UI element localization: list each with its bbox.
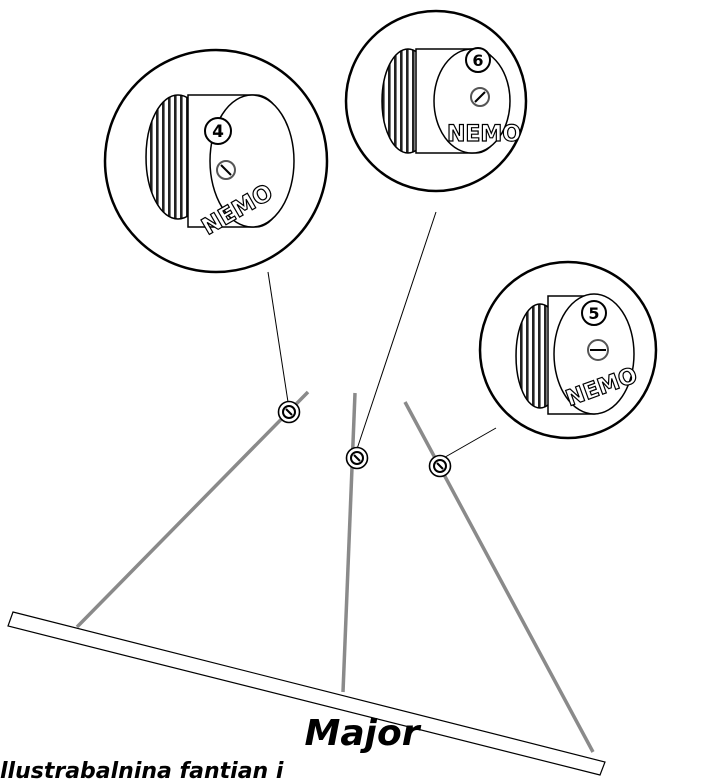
leader-line-5: [439, 427, 497, 461]
callout-knob-6: 6 NEMO: [344, 9, 528, 193]
callout-number-4: 4: [212, 122, 224, 142]
brand-label-6: NEMO: [447, 122, 521, 147]
diagram-title: Major: [305, 713, 422, 754]
diagram-caption: llustrabalnina fantian i: [0, 759, 284, 783]
pole-left: [75, 390, 310, 629]
callout-number-5: 5: [588, 304, 599, 323]
pole-middle: [341, 392, 357, 693]
pole-knob-right: [428, 454, 452, 478]
callout-number-6: 6: [472, 51, 483, 70]
base-bar: [7, 611, 606, 776]
leader-line-4: [267, 271, 289, 403]
pole-knob-middle: [345, 446, 369, 470]
pole-right: [403, 401, 595, 753]
callout-knob-4: 4 NEMO: [103, 48, 329, 274]
leader-line-6: [356, 211, 437, 450]
callout-knob-5: 5 NEMO: [478, 260, 658, 440]
pole-knob-left: [277, 400, 301, 424]
